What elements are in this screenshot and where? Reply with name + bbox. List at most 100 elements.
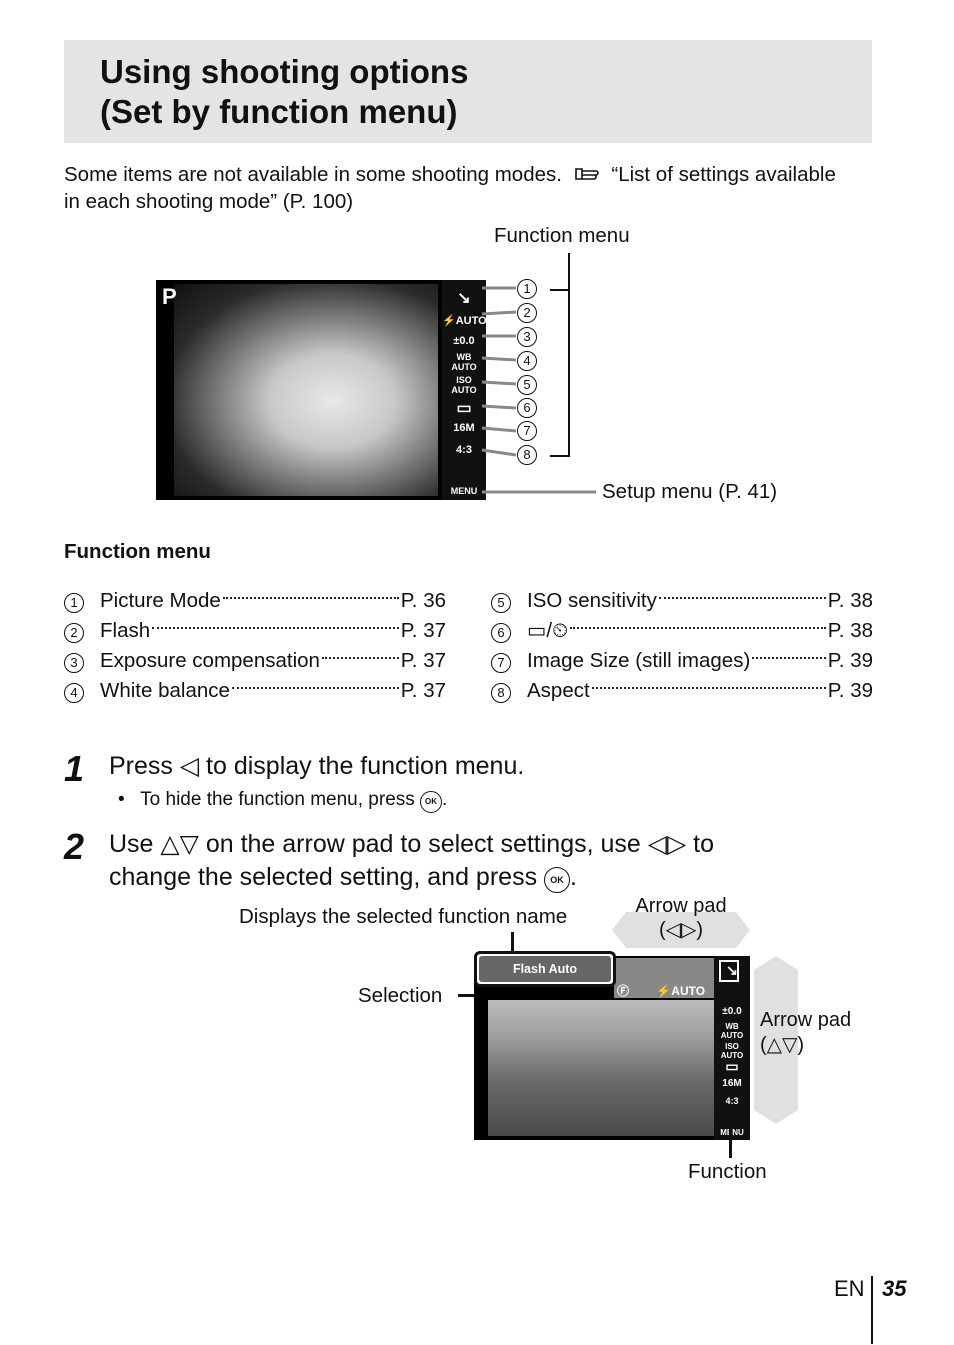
arrow-pad-ud-symbols: (△▽) xyxy=(760,1034,805,1056)
leader-dots xyxy=(658,597,826,599)
step-2-text: Use △▽ on the arrow pad to select settin… xyxy=(109,828,829,894)
aspect-icon: 4:3 xyxy=(725,1096,739,1106)
item-label: ISO sensitivity xyxy=(527,589,657,612)
arrow-pad-ud-shape xyxy=(754,956,798,1124)
list-item: 2 Flash P. 37 xyxy=(64,618,446,644)
exposure-icon: ±0.0 xyxy=(722,1006,742,1017)
callout-lines xyxy=(481,286,596,494)
callout-4: 4 xyxy=(517,351,537,371)
item-num: 1 xyxy=(64,593,84,613)
title-banner xyxy=(64,40,872,143)
wb-icon: WB AUTO xyxy=(451,352,477,372)
callout-6: 6 xyxy=(517,398,537,418)
leader-dots xyxy=(752,657,826,659)
step-number-1: 1 xyxy=(64,748,85,789)
list-item: 1 Picture Mode P. 36 xyxy=(64,588,446,614)
arrow-left-right-icon: ◁▷ xyxy=(647,830,687,858)
label-selection: Selection xyxy=(358,984,443,1007)
bracket-vertical xyxy=(568,253,570,456)
item-label: Flash xyxy=(100,619,151,642)
item-page: P. 37 xyxy=(400,649,446,672)
arrow-pad-lr-shape xyxy=(612,912,750,948)
step-2-text-d: change the selected setting, and press xyxy=(109,863,538,891)
camera-screen-1: P ↘ ⚡AUTO ±0.0 WB AUTO ISO AUTO ▭ 16M 4:… xyxy=(156,280,486,500)
flash-auto-icon: ⚡AUTO xyxy=(656,984,706,998)
page-title: Using shooting options (Set by function … xyxy=(100,53,469,130)
footer-divider xyxy=(871,1276,873,1344)
callout-7: 7 xyxy=(517,421,537,441)
leader-dots xyxy=(222,597,399,599)
arrow-up-down-icon: △▽ xyxy=(160,830,199,858)
label-function: Function xyxy=(688,1160,767,1183)
list-item: 8 Aspect P. 39 xyxy=(491,678,873,704)
exposure-icon: ±0.0 xyxy=(453,335,475,347)
intro-text-before: Some items are not available in some sho… xyxy=(64,163,562,186)
iso-icon: ISO AUTO xyxy=(451,375,477,395)
item-page: P. 38 xyxy=(827,619,873,642)
item-page: P. 37 xyxy=(400,619,446,642)
mode-letter: P xyxy=(162,284,177,309)
mother-baby-photo xyxy=(174,284,438,496)
step-1-text-b: to display the function menu. xyxy=(206,752,525,780)
intro-text-after: “List of settings available in each shoo… xyxy=(64,163,836,213)
callout-3: 3 xyxy=(517,327,537,347)
callout-8: 8 xyxy=(517,445,537,465)
picture-mode-icon: ↘ xyxy=(726,962,738,978)
step-2-text-c: to xyxy=(693,830,715,858)
leader-dots xyxy=(231,687,399,689)
step-2-text-a: Use xyxy=(109,830,154,858)
leader-dots xyxy=(570,627,826,629)
intro-paragraph: Some items are not available in some sho… xyxy=(64,161,854,215)
item-label: Aspect xyxy=(527,679,590,702)
menu-icon: MENU xyxy=(450,486,478,496)
item-num: 5 xyxy=(491,593,511,613)
arrow-pad-lr-text: Arrow pad xyxy=(635,895,727,917)
reference-hand-icon xyxy=(574,163,602,181)
step-1-bullet: • To hide the function menu, press OK. xyxy=(118,789,447,813)
item-label: Image Size (still images) xyxy=(527,649,751,672)
ok-button-icon: OK xyxy=(420,791,443,813)
label-arrow-pad-lr: Arrow pad (◁▷) xyxy=(612,894,750,942)
step-1-text: Press ◁ to display the function menu. xyxy=(109,750,524,783)
flash-auto-label: Flash Auto xyxy=(479,956,611,982)
item-page: P. 38 xyxy=(827,589,873,612)
ok-button-icon: OK xyxy=(544,867,571,893)
bullet-text: To hide the function menu, press xyxy=(140,789,415,810)
callout-1: 1 xyxy=(517,279,537,299)
bracket-top xyxy=(550,289,570,291)
item-page: P. 37 xyxy=(400,679,446,702)
item-label: Picture Mode xyxy=(100,589,221,612)
step-1-text-a: Press xyxy=(109,752,173,780)
bracket-bottom xyxy=(550,455,570,457)
page-number: 35 xyxy=(882,1276,907,1301)
function-menu-heading: Function menu xyxy=(64,540,211,563)
photo-top-strip xyxy=(614,958,714,998)
aspect-icon: 4:3 xyxy=(456,444,472,456)
list-item: 6 ▭/⏲ P. 38 xyxy=(491,618,873,644)
item-page: P. 39 xyxy=(827,679,873,702)
item-page: P. 39 xyxy=(827,649,873,672)
wb-icon: WB AUTO xyxy=(720,1022,744,1040)
item-num: 2 xyxy=(64,623,84,643)
list-item: 7 Image Size (still images) P. 39 xyxy=(491,648,873,674)
drive-icon: ▭ xyxy=(725,1058,739,1074)
leader-dots xyxy=(591,687,826,689)
drive-icon: ▭ xyxy=(456,400,472,417)
leader-selection xyxy=(458,994,476,997)
function-icons-column-2: ↘ ±0.0 WB AUTO ISO AUTO ▭ 16M 4:3 MENU xyxy=(714,956,750,1140)
item-num: 8 xyxy=(491,683,511,703)
drive-self-timer-icon: ▭/⏲ xyxy=(527,619,569,642)
image-size-icon: 16M xyxy=(453,422,475,434)
step-2-text-b: on the arrow pad to select settings, use xyxy=(205,830,641,858)
callout-5: 5 xyxy=(517,375,537,395)
arrow-left-icon: ◁ xyxy=(179,752,200,780)
step-number-2: 2 xyxy=(64,826,85,867)
arrow-pad-lr-symbols: (◁▷) xyxy=(658,919,704,941)
image-size-icon: 16M xyxy=(722,1078,742,1089)
bullet-dot: • xyxy=(118,789,125,810)
label-function-menu: Function menu xyxy=(494,224,630,247)
label-arrow-pad-ud: Arrow pad (△▽) xyxy=(760,1008,851,1058)
item-num: 3 xyxy=(64,653,84,673)
list-item: 4 White balance P. 37 xyxy=(64,678,446,704)
item-label: White balance xyxy=(100,679,230,702)
